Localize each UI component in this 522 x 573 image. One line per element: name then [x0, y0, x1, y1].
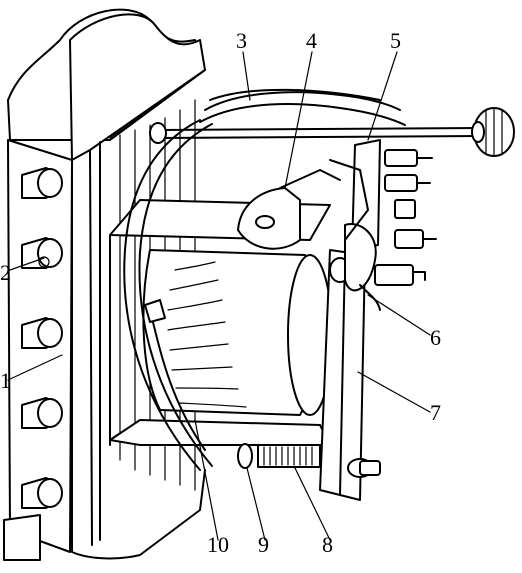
label-7: 7 — [430, 400, 441, 425]
label-10: 10 — [207, 532, 229, 557]
label-6: 6 — [430, 325, 441, 350]
label-3: 3 — [236, 28, 247, 53]
adjusting-rod — [149, 107, 515, 157]
label-1: 1 — [0, 368, 11, 393]
pole-piece — [237, 443, 253, 469]
contact-assembly — [329, 139, 437, 311]
label-9: 9 — [258, 532, 269, 557]
label-5: 5 — [390, 28, 401, 53]
return-spring — [257, 444, 321, 468]
label-8: 8 — [322, 532, 333, 557]
lead-wires — [123, 119, 213, 471]
label-2: 2 — [0, 260, 11, 285]
top-springs — [199, 88, 406, 126]
clamp — [237, 169, 341, 250]
coil — [142, 249, 333, 416]
label-4: 4 — [306, 28, 317, 53]
mounting-screws — [3, 167, 63, 561]
callout-labels: 1 2 3 4 5 6 7 8 9 10 — [0, 28, 441, 557]
leader-lines — [7, 51, 431, 541]
